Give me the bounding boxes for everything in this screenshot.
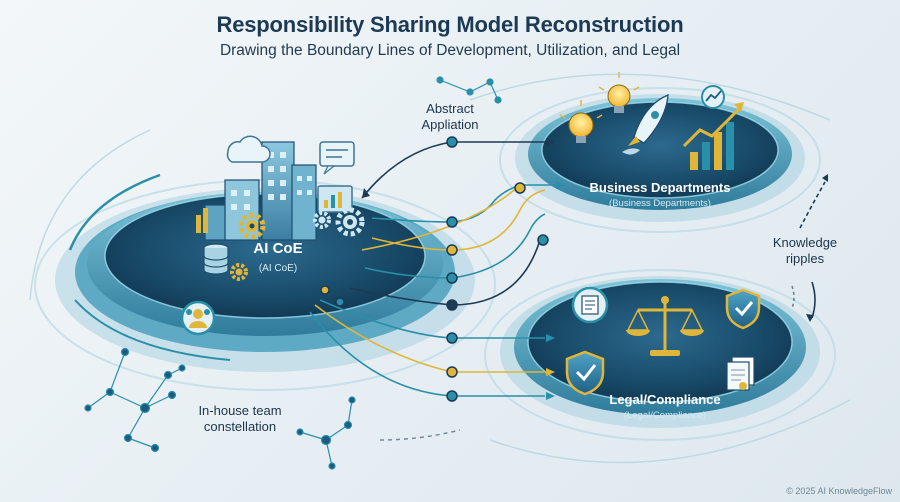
annotation-line: In-house team <box>198 403 282 418</box>
network-node <box>84 404 92 412</box>
legal-document-icon <box>726 356 755 391</box>
network-constellation-top <box>436 76 502 104</box>
legal-compliance-sublabel: (Legal/Compliance) <box>624 410 706 421</box>
flow-line <box>309 311 545 397</box>
business-departments-sublabel: (Business Departments) <box>609 198 711 209</box>
flow-line <box>371 184 555 223</box>
connector-dot <box>514 182 526 194</box>
network-node <box>328 462 336 470</box>
ai-coe-label: AI CoE <box>253 240 302 257</box>
arrow-head <box>362 188 370 198</box>
arrow-head <box>546 368 555 376</box>
network-node <box>139 402 151 414</box>
team-circle-icon <box>180 300 216 336</box>
connector-dot <box>537 234 549 246</box>
network-node <box>178 364 186 372</box>
network-node <box>123 433 133 443</box>
abstract-application-annotation: Abstract Appliation <box>400 101 500 133</box>
database-icon <box>203 243 229 275</box>
connector-dot <box>446 332 458 344</box>
shield-check-icon <box>565 350 605 396</box>
footer-credit: © 2025 AI KnowledgeFlow <box>786 486 892 496</box>
network-node <box>150 443 160 453</box>
connector-dot <box>446 136 458 148</box>
decorative-arcs <box>29 73 851 464</box>
business-departments-label: Business Departments <box>590 180 731 195</box>
chart-screen-icon <box>317 185 353 213</box>
arrowheads <box>362 138 565 400</box>
shield-check-icon <box>725 288 761 330</box>
flow-line <box>371 189 546 251</box>
connector-dot <box>335 297 345 307</box>
document-badge-icon <box>571 286 609 324</box>
connector-dot <box>446 216 458 228</box>
connector-dot <box>320 285 330 295</box>
annotation-line: Knowledge <box>772 235 838 250</box>
flow-line <box>364 213 546 279</box>
connector-dot <box>446 244 458 256</box>
team-constellation-annotation: In-house team constellation <box>170 403 310 435</box>
gear-icon <box>335 207 365 237</box>
network-node <box>105 387 115 397</box>
chat-bubble-icon <box>319 141 355 175</box>
rocket-icon <box>622 93 669 155</box>
annotation-line: constellation <box>203 419 277 434</box>
flow-line <box>314 304 545 373</box>
lightbulb-icon <box>559 100 603 143</box>
network-node <box>120 347 130 357</box>
gear-icon <box>230 263 248 281</box>
annotation-line: ripples <box>785 251 825 266</box>
network-node <box>320 434 332 446</box>
connector-dots <box>320 136 549 402</box>
growth-chart-icon <box>682 102 744 170</box>
page-subtitle: Drawing the Boundary Lines of Developmen… <box>219 42 681 59</box>
arrow-head <box>546 392 555 400</box>
ai-coe-sublabel: (AI CoE) <box>259 263 297 274</box>
network-node <box>436 76 444 84</box>
team-constellation <box>84 347 356 470</box>
knowledge-ripples-annotation: Knowledge ripples <box>750 235 860 267</box>
network-node <box>163 370 173 380</box>
connector-dot <box>446 390 458 402</box>
page-title: Responsibility Sharing Model Reconstruct… <box>216 12 684 37</box>
scales-of-justice-icon <box>626 296 704 356</box>
annotation-line: Abstract <box>426 101 474 116</box>
gear-icon <box>238 212 266 240</box>
knowledge-ripple-arrows <box>791 174 828 322</box>
network-node <box>296 428 304 436</box>
network-node <box>348 396 356 404</box>
annotation-line: Appliation <box>421 117 479 132</box>
network-node <box>486 78 494 86</box>
network-node <box>343 420 353 430</box>
connector-dot <box>446 299 458 311</box>
connector-dot <box>446 366 458 378</box>
network-node <box>466 88 474 96</box>
ai-coe-platform <box>34 173 496 391</box>
arrow-head <box>546 334 555 342</box>
bar-chart-icon <box>196 208 208 233</box>
connector-dot <box>446 272 458 284</box>
arrow-head <box>556 181 565 189</box>
trend-badge-icon <box>701 85 725 109</box>
legal-compliance-label: Legal/Compliance <box>609 392 720 407</box>
lightbulb-icon <box>598 72 640 113</box>
network-node <box>167 390 177 400</box>
gear-icon <box>313 211 331 229</box>
arrow-head <box>546 138 555 146</box>
network-node <box>494 96 502 104</box>
cloud-icon <box>226 135 271 163</box>
